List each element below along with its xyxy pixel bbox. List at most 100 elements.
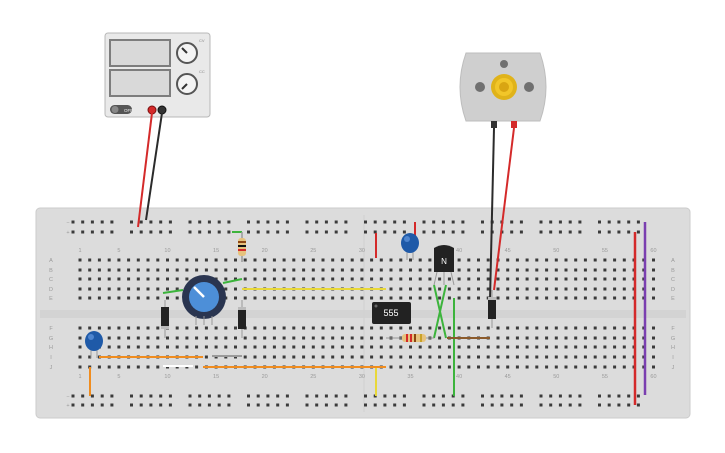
terminal-hole[interactable] — [360, 326, 364, 330]
terminal-hole[interactable] — [399, 277, 403, 281]
terminal-hole[interactable] — [613, 326, 617, 330]
terminal-hole[interactable] — [477, 258, 480, 262]
rail-hole[interactable] — [266, 394, 270, 398]
terminal-hole[interactable] — [340, 336, 344, 340]
rail-hole[interactable] — [568, 394, 572, 398]
terminal-hole[interactable] — [418, 268, 422, 272]
terminal-hole[interactable] — [496, 277, 500, 281]
rail-hole[interactable] — [344, 220, 348, 224]
terminal-hole[interactable] — [574, 296, 578, 300]
terminal-hole[interactable] — [234, 336, 237, 340]
rail-hole[interactable] — [549, 403, 553, 407]
rail-hole[interactable] — [334, 394, 338, 398]
terminal-hole[interactable] — [78, 355, 82, 359]
rail-hole[interactable] — [607, 220, 611, 224]
terminal-hole[interactable] — [457, 355, 461, 359]
rail-hole[interactable] — [276, 230, 280, 234]
rail-hole[interactable] — [393, 220, 397, 224]
rail-hole[interactable] — [373, 403, 377, 407]
rail-hole[interactable] — [217, 230, 221, 234]
rail-hole[interactable] — [266, 220, 270, 224]
rail-hole[interactable] — [441, 220, 445, 224]
terminal-hole[interactable] — [389, 345, 393, 349]
terminal-hole[interactable] — [418, 287, 422, 291]
terminal-hole[interactable] — [428, 268, 432, 272]
terminal-hole[interactable] — [564, 287, 568, 291]
terminal-hole[interactable] — [652, 365, 655, 369]
terminal-hole[interactable] — [486, 345, 490, 349]
terminal-hole[interactable] — [457, 277, 461, 281]
terminal-hole[interactable] — [389, 287, 393, 291]
terminal-hole[interactable] — [331, 296, 335, 300]
terminal-hole[interactable] — [311, 258, 315, 262]
rail-hole[interactable] — [578, 394, 582, 398]
terminal-hole[interactable] — [525, 258, 529, 262]
rail-hole[interactable] — [558, 394, 562, 398]
terminal-hole[interactable] — [457, 258, 461, 262]
rail-hole[interactable] — [305, 220, 309, 224]
terminal-hole[interactable] — [107, 336, 111, 340]
rail-hole[interactable] — [568, 220, 572, 224]
terminal-hole[interactable] — [593, 345, 597, 349]
terminal-hole[interactable] — [554, 345, 558, 349]
terminal-hole[interactable] — [554, 355, 558, 359]
terminal-hole[interactable] — [302, 355, 306, 359]
rail-hole[interactable] — [71, 394, 75, 398]
terminal-hole[interactable] — [467, 355, 471, 359]
terminal-hole[interactable] — [156, 326, 160, 330]
terminal-hole[interactable] — [525, 287, 529, 291]
terminal-hole[interactable] — [545, 355, 549, 359]
terminal-hole[interactable] — [340, 326, 344, 330]
terminal-hole[interactable] — [370, 277, 374, 281]
rail-hole[interactable] — [81, 394, 85, 398]
terminal-hole[interactable] — [583, 287, 587, 291]
terminal-hole[interactable] — [350, 336, 354, 340]
terminal-hole[interactable] — [652, 326, 655, 330]
terminal-hole[interactable] — [613, 336, 617, 340]
terminal-hole[interactable] — [535, 345, 539, 349]
terminal-hole[interactable] — [331, 268, 335, 272]
terminal-hole[interactable] — [234, 268, 237, 272]
terminal-hole[interactable] — [457, 345, 461, 349]
terminal-hole[interactable] — [302, 258, 306, 262]
terminal-hole[interactable] — [496, 287, 500, 291]
terminal-hole[interactable] — [506, 277, 510, 281]
terminal-hole[interactable] — [272, 336, 276, 340]
terminal-hole[interactable] — [292, 345, 296, 349]
rail-hole[interactable] — [481, 220, 484, 224]
rail-hole[interactable] — [383, 394, 387, 398]
terminal-hole[interactable] — [146, 345, 150, 349]
terminal-hole[interactable] — [379, 355, 383, 359]
terminal-hole[interactable] — [243, 268, 247, 272]
rail-hole[interactable] — [334, 403, 338, 407]
resistor-bottom[interactable] — [386, 334, 434, 342]
terminal-hole[interactable] — [204, 355, 208, 359]
terminal-hole[interactable] — [117, 336, 121, 340]
rail-hole[interactable] — [393, 403, 397, 407]
rail-hole[interactable] — [578, 230, 582, 234]
terminal-hole[interactable] — [146, 277, 150, 281]
rail-hole[interactable] — [344, 403, 348, 407]
terminal-hole[interactable] — [166, 258, 169, 262]
rail-hole[interactable] — [558, 220, 562, 224]
terminal-hole[interactable] — [574, 355, 578, 359]
rail-hole[interactable] — [247, 394, 250, 398]
terminal-hole[interactable] — [554, 258, 558, 262]
terminal-hole[interactable] — [506, 296, 510, 300]
rail-hole[interactable] — [276, 394, 280, 398]
rail-hole[interactable] — [71, 403, 75, 407]
terminal-hole[interactable] — [622, 296, 626, 300]
terminal-hole[interactable] — [418, 365, 422, 369]
terminal-hole[interactable] — [554, 287, 558, 291]
rail-hole[interactable] — [402, 403, 406, 407]
terminal-hole[interactable] — [156, 336, 160, 340]
terminal-hole[interactable] — [370, 296, 374, 300]
rail-hole[interactable] — [344, 394, 348, 398]
terminal-hole[interactable] — [418, 296, 422, 300]
rail-hole[interactable] — [110, 220, 114, 224]
terminal-hole[interactable] — [564, 345, 568, 349]
rail-hole[interactable] — [110, 403, 114, 407]
rail-hole[interactable] — [188, 394, 192, 398]
rail-hole[interactable] — [247, 403, 250, 407]
terminal-hole[interactable] — [467, 345, 471, 349]
